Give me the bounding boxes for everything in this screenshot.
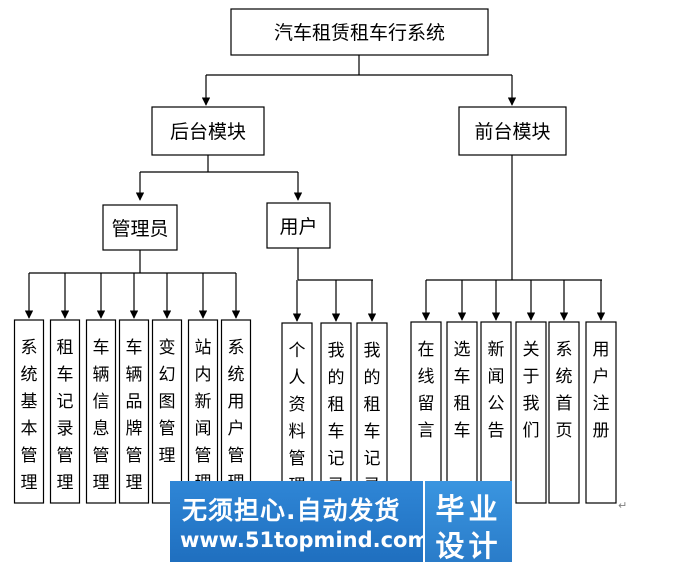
user-leaf-2: 我的租车记录 bbox=[320, 280, 352, 496]
admin-connectors bbox=[29, 250, 236, 274]
backend-connectors bbox=[135, 155, 303, 201]
watermark-big-text-top: 毕业 bbox=[435, 492, 502, 526]
node-root-label: 汽车租赁租车行系统 bbox=[274, 22, 445, 44]
admin-leaf-1-box bbox=[13, 319, 45, 504]
admin-leaves: 系统基本管理 租车记录管理 车辆信息管理车辆品牌管理变幻图管理站内新闻管理系统用户管… bbox=[13, 273, 252, 504]
admin-leaf-7-label: 系统用户管理 bbox=[228, 338, 245, 493]
admin-leaf-4: 车辆品牌管理 bbox=[118, 273, 150, 504]
admin-leaf-3-label: 车辆信息管理 bbox=[93, 338, 110, 493]
node-backend-module: 后台模块 bbox=[151, 106, 265, 156]
node-user: 用户 bbox=[266, 202, 331, 249]
root-connectors bbox=[201, 55, 517, 106]
admin-leaf-7-box bbox=[220, 319, 252, 504]
frontend-leaf-6-label: 用户注册 bbox=[593, 340, 610, 441]
admin-leaf-1-label: 系统基本管理 bbox=[21, 338, 38, 493]
user-leaf-2-box bbox=[320, 322, 352, 488]
frontend-leaf-1-label: 在线留言 bbox=[418, 340, 435, 441]
admin-leaf-4-label: 车辆品牌管理 bbox=[126, 338, 143, 493]
admin-leaf-7: 系统用户管理 bbox=[220, 273, 252, 504]
watermark-slogan: 无须担心.自动发货 bbox=[182, 496, 401, 525]
admin-leaf-6-box bbox=[187, 319, 219, 504]
watermark-big-text-bottom: 设计 bbox=[435, 529, 502, 563]
frontend-leaf-5: 系统首页 bbox=[548, 280, 580, 504]
admin-leaf-6: 站内新闻管理 bbox=[187, 273, 219, 504]
user-leaf-1-box bbox=[281, 322, 313, 488]
frontend-leaf-2-label: 选车租车 bbox=[454, 340, 471, 441]
admin-leaf-1: 系统基本管理 bbox=[13, 273, 45, 504]
frontend-leaf-4-box bbox=[515, 321, 547, 504]
user-leaves: 个人资料管理我的租车记录我的租车记录 bbox=[281, 280, 388, 496]
watermark-right-panel: 毕业 设计 bbox=[423, 481, 512, 563]
user-leaf-3: 我的租车记录 bbox=[356, 280, 388, 496]
user-leaf-1: 个人资料管理 bbox=[281, 280, 313, 496]
frontend-leaf-4-label: 关于我们 bbox=[523, 340, 540, 441]
frontend-leaf-6: 用户注册 bbox=[585, 280, 617, 504]
paragraph-mark: ↵ bbox=[618, 499, 628, 512]
node-user-label: 用户 bbox=[279, 216, 317, 238]
admin-leaf-3-box bbox=[85, 319, 117, 504]
frontend-leaf-3: 新闻公告 bbox=[480, 280, 512, 504]
frontend-leaf-1: 在线留言 bbox=[410, 280, 442, 504]
watermark-left-panel: 无须担心.自动发货 www.51topmind.com bbox=[170, 481, 429, 562]
frontend-leaf-6-box bbox=[585, 321, 617, 504]
frontend-leaf-1-box bbox=[410, 321, 442, 504]
frontend-connectors bbox=[426, 155, 602, 281]
frontend-leaf-3-label: 新闻公告 bbox=[488, 340, 505, 441]
frontend-leaf-5-label: 系统首页 bbox=[556, 340, 573, 441]
admin-leaf-5: 变幻图管理 bbox=[151, 273, 183, 504]
watermark-banner: 无须担心.自动发货 www.51topmind.com 毕业 设计 bbox=[170, 481, 512, 563]
user-connectors bbox=[297, 248, 373, 281]
admin-leaf-4-box bbox=[118, 319, 150, 504]
frontend-leaf-3-box bbox=[480, 321, 512, 504]
node-backend-label: 后台模块 bbox=[170, 121, 246, 143]
admin-leaf-2: 租车记录管理 bbox=[49, 273, 81, 504]
frontend-leaf-5-box bbox=[548, 321, 580, 504]
admin-leaf-5-box bbox=[151, 319, 183, 504]
frontend-leaf-2-box bbox=[446, 321, 478, 504]
node-frontend-label: 前台模块 bbox=[474, 121, 550, 143]
admin-leaf-2-box bbox=[49, 319, 81, 504]
node-admin: 管理员 bbox=[102, 204, 178, 251]
frontend-leaf-2: 选车租车 bbox=[446, 280, 478, 504]
admin-leaf-3: 车辆信息管理 bbox=[85, 273, 117, 504]
admin-leaf-2-label: 租车记录管理 bbox=[57, 338, 74, 493]
node-frontend-module: 前台模块 bbox=[458, 106, 567, 156]
node-root: 汽车租赁租车行系统 bbox=[230, 8, 489, 56]
frontend-leaf-4: 关于我们 bbox=[515, 280, 547, 504]
node-admin-label: 管理员 bbox=[111, 218, 168, 240]
watermark-url: www.51topmind.com bbox=[180, 528, 430, 552]
admin-leaf-5-label: 变幻图管理 bbox=[159, 338, 176, 466]
